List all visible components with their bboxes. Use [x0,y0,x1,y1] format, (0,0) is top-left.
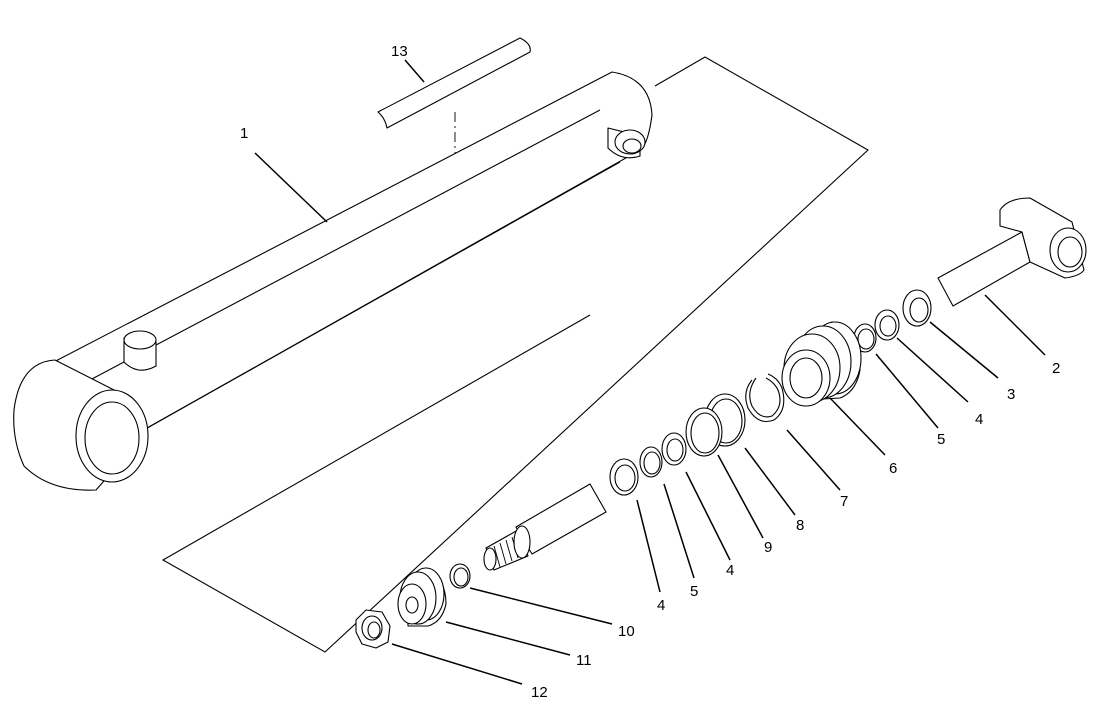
callout-8: 8 [796,517,804,534]
leader-13 [404,59,425,83]
leader-4-lower [636,499,661,593]
callout-6: 6 [889,460,897,477]
part-7-retaining-ring [745,373,785,423]
leader-1 [254,152,328,223]
callout-10: 10 [618,623,635,640]
rod-threaded-end [483,483,607,571]
leader-lines [254,59,1046,685]
leader-9 [717,454,764,539]
callout-4-middle: 4 [726,562,734,579]
callout-4-lower: 4 [657,597,665,614]
part-4-ring-middle [661,432,687,466]
callout-5-upper: 5 [937,431,945,448]
leader-12 [391,643,523,685]
barrel-end-cap [13,359,149,491]
part-13-decal [377,37,531,176]
callout-2: 2 [1052,360,1060,377]
leader-3 [929,321,999,379]
part-2-rod [937,197,1087,307]
leader-5-lower [663,483,695,579]
callout-13: 13 [391,43,408,60]
part-9-backup-ring [685,407,723,457]
callout-1: 1 [240,125,248,142]
part-11-piston [397,567,447,627]
leader-2 [984,294,1046,356]
leader-11 [445,621,571,656]
part-12-nut [355,609,391,649]
leader-8 [744,447,796,516]
leader-7 [786,429,841,491]
leader-4-upper [896,337,969,403]
part-10-o-ring [449,563,471,589]
callout-3: 3 [1007,386,1015,403]
part-4-ring-upper [874,309,900,341]
barrel-port-front [123,330,157,371]
part-4-ring-lower [609,458,639,496]
leader-6 [829,397,886,456]
callouts: 1 13 2 3 4 5 6 7 8 9 4 5 4 10 11 12 [240,43,1060,701]
callout-9: 9 [764,539,772,556]
assembly-frame [161,56,869,653]
callout-7: 7 [840,493,848,510]
callout-12: 12 [531,684,548,701]
leader-5-upper [875,353,939,429]
callout-5-lower: 5 [690,583,698,600]
leader-4-middle [685,471,731,561]
callout-11: 11 [576,652,592,669]
barrel-port-rear [607,127,646,159]
callout-4-upper: 4 [975,411,983,428]
part-1-barrel [13,71,653,491]
part-3-wiper-seal [902,289,932,327]
part-5-ring-lower [639,446,663,478]
part-6-gland [781,321,862,407]
leader-10 [469,587,613,625]
